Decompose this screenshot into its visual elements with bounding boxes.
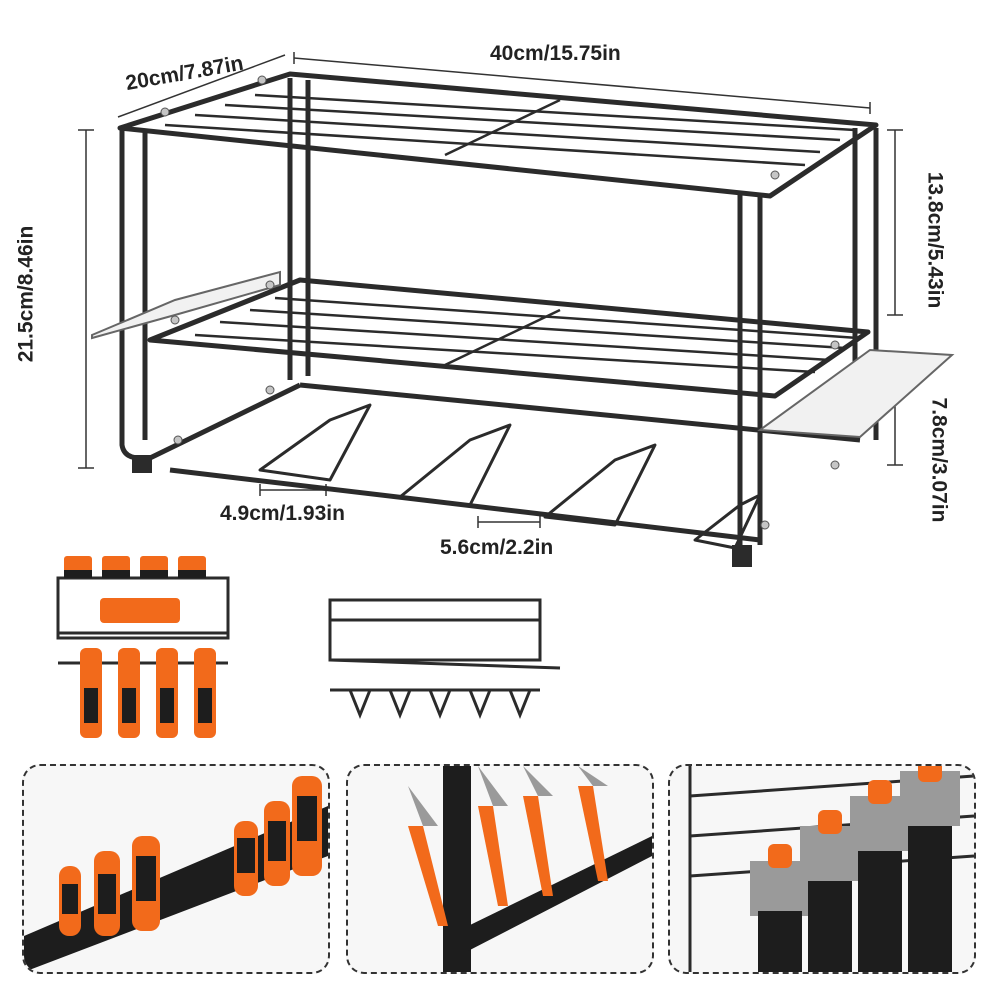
width-label: 40cm/15.75in [490, 42, 621, 65]
screwdriver-detail-panel [22, 764, 330, 974]
slot-gap-label: 5.6cm/2.2in [440, 536, 554, 559]
pliers-detail-panel [346, 764, 654, 974]
empty-rack-thumbnail [328, 598, 561, 720]
drill-holder-detail-panel [668, 764, 976, 974]
slot-width-label: 4.9cm/1.93in [220, 502, 345, 525]
top-height-label: 13.8cm/5.43in [923, 171, 947, 309]
total-height-label: 21.5cm/8.46in [14, 225, 38, 363]
loaded-rack-thumbnail [56, 556, 230, 738]
bottom-height-label: 7.8cm/3.07in [927, 397, 951, 523]
